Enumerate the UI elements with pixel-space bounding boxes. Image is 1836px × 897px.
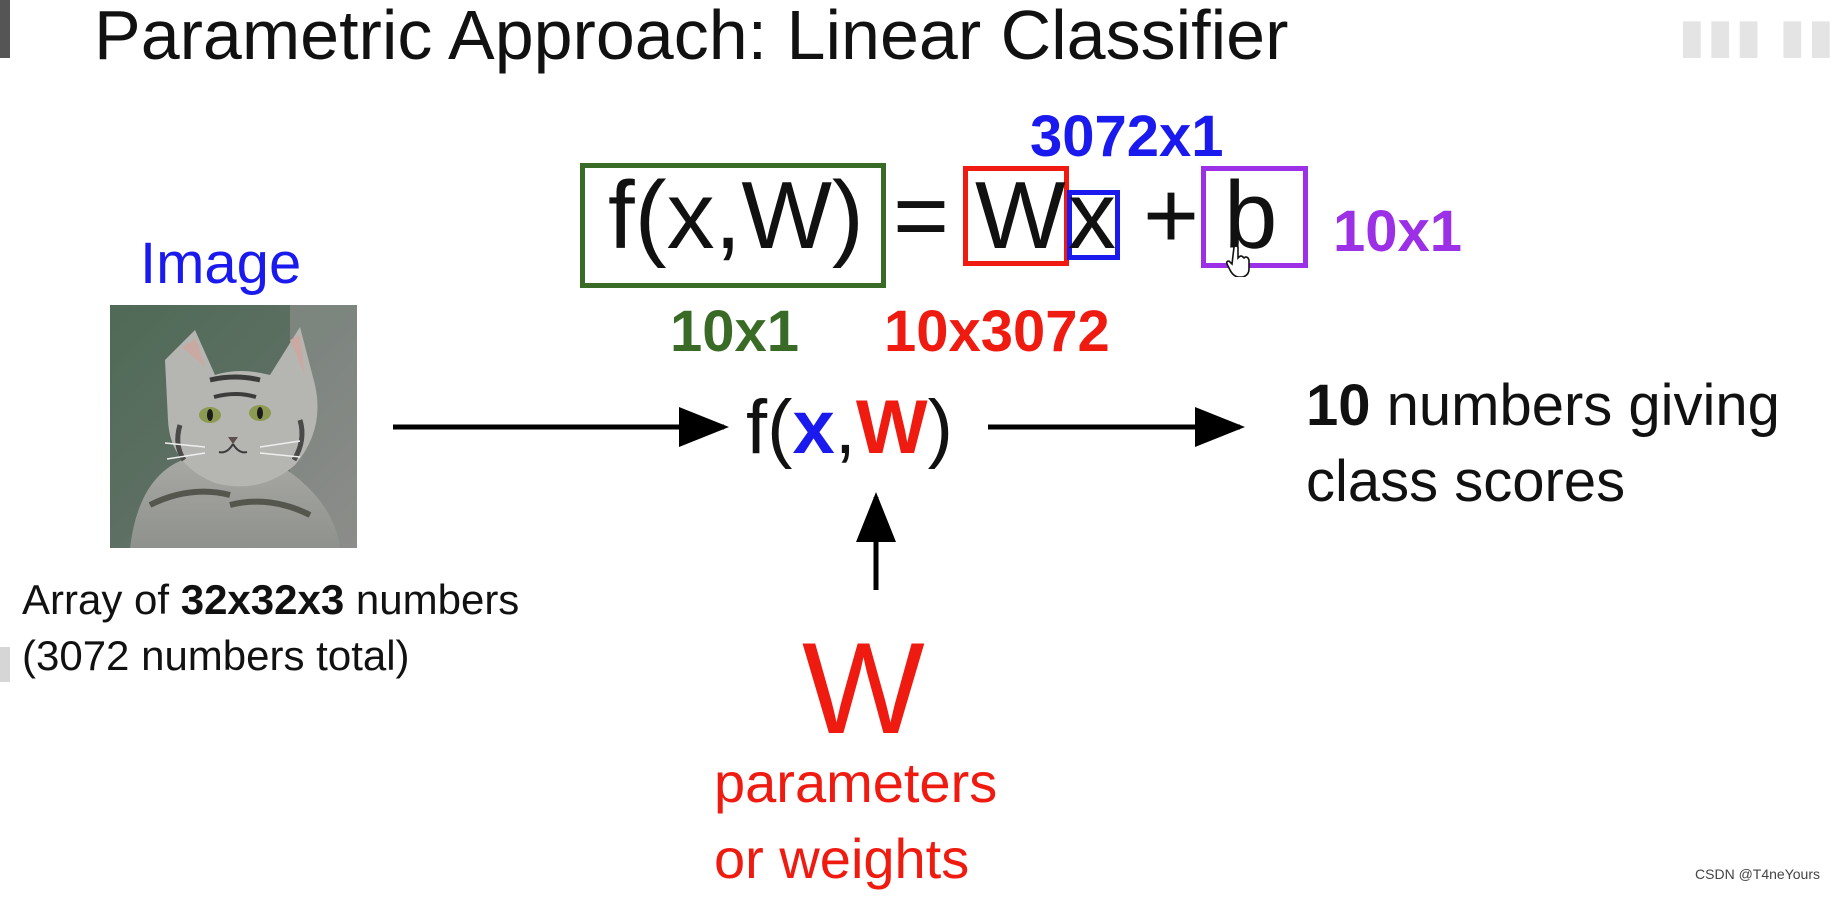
caption-prefix: Array of [22,576,181,623]
fn-close: ) [927,385,953,470]
output-line1: numbers giving [1370,373,1780,438]
eq-sign: = [893,162,950,269]
hand-cursor-icon [1225,245,1252,282]
dim-b: 10x1 [1333,199,1463,264]
window-edge-bar [0,0,10,58]
output-text: 10 numbers giving class scores [1306,368,1780,520]
dim-x: 3072x1 [1030,104,1224,169]
eq-b: b [1224,162,1278,269]
caption-suffix: numbers [344,576,520,623]
cat-image [110,305,357,548]
dim-W: 10x3072 [884,299,1110,364]
watermark-logo: ▮▮▮ ▮▮ [1678,10,1836,63]
weights-line2: or weights [714,827,970,890]
fn-open: f( [746,385,793,470]
caption-line2: (3072 numbers total) [22,632,410,679]
eq-f: f(x,W) [608,162,864,269]
fn-comma: , [834,385,856,470]
dim-f: 10x1 [670,299,800,364]
credit-watermark: CSDN @T4neYours [1695,866,1820,882]
b-box [1201,166,1308,268]
function-node: f(x,W) [746,390,953,466]
slide-title: Parametric Approach: Linear Classifier [94,0,1289,74]
image-label: Image [140,231,302,296]
fn-W: W [855,385,928,470]
eq-W: W [975,162,1066,269]
x-box [1067,190,1120,260]
f-box [580,163,886,288]
eq-x: x [1068,162,1116,269]
weights-symbol: W [802,615,925,761]
weights-line1: parameters [714,751,998,814]
image-caption: Array of 32x32x3 numbers (3072 numbers t… [22,572,519,684]
caption-bold: 32x32x3 [180,576,345,623]
window-edge-mark [0,647,10,682]
W-box [963,166,1069,266]
eq-plus: + [1143,162,1200,269]
weights-caption: parameters or weights [714,745,997,897]
output-line2: class scores [1306,449,1626,514]
output-bold: 10 [1306,373,1371,438]
fn-x: x [792,385,835,470]
